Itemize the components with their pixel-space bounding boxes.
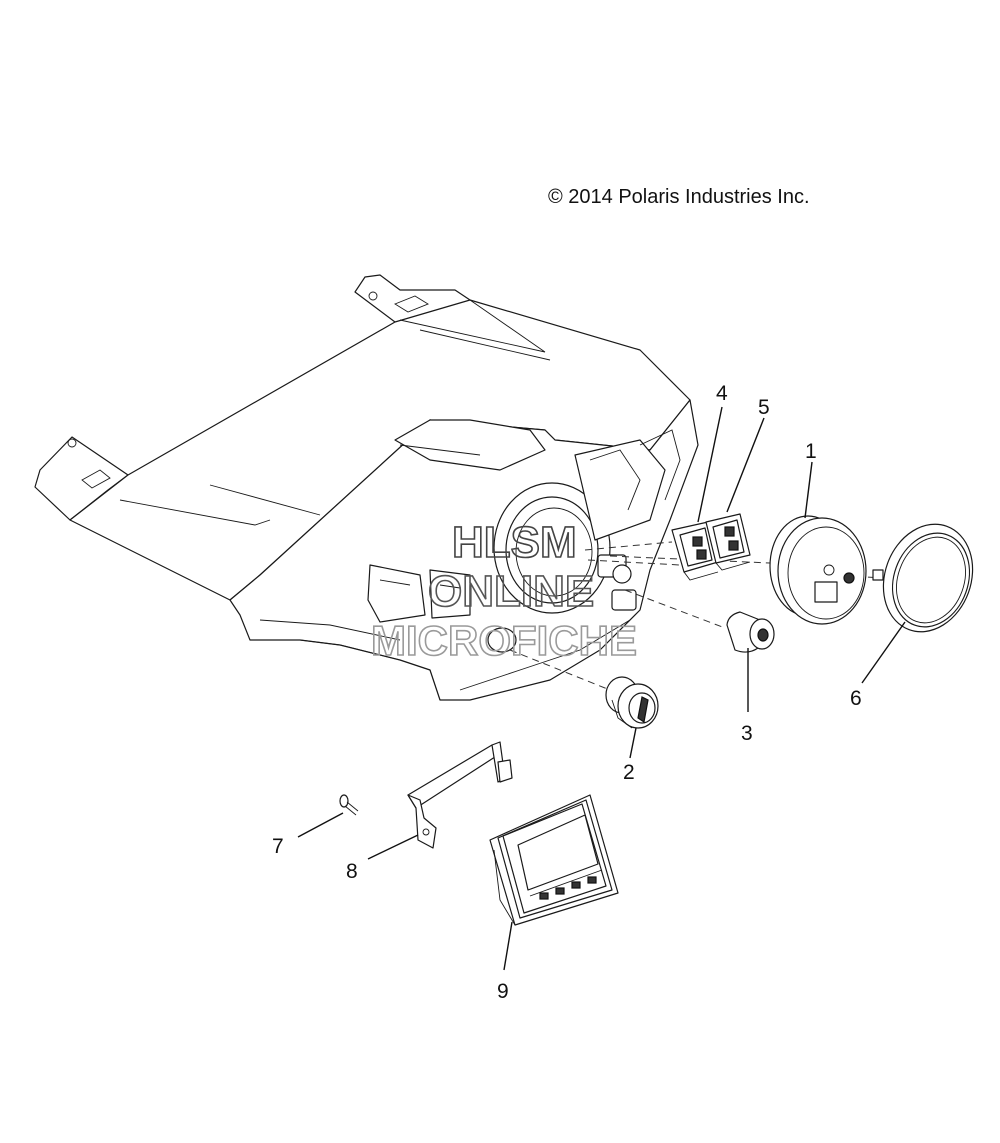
gauge-assembly (769, 515, 867, 625)
callout-2: 2 (623, 761, 635, 784)
callout-1: 1 (805, 440, 817, 463)
callout-3: 3 (741, 722, 753, 745)
callout-8: 8 (346, 860, 358, 883)
bolt (339, 794, 359, 816)
watermark-line-2: ONLINE (428, 567, 594, 616)
callout-5: 5 (758, 396, 770, 419)
gauge-bezel (872, 523, 974, 633)
callout-9: 9 (497, 980, 509, 1003)
rocker-switches (671, 513, 751, 581)
callout-7: 7 (272, 835, 284, 858)
ignition-switch (605, 676, 659, 729)
display-unit (489, 794, 619, 926)
leader-lines (297, 406, 906, 971)
mounting-bracket (407, 741, 513, 849)
watermark-line-1: HLSM (452, 518, 577, 567)
power-outlet (726, 611, 775, 653)
callout-6: 6 (850, 687, 862, 710)
watermark: HLSM ONLINE MICROFICHE (370, 517, 638, 665)
callout-4: 4 (716, 382, 728, 405)
watermark-line-3: MICROFICHE (371, 617, 637, 664)
callouts: 1 2 3 4 5 6 7 8 9 (272, 382, 862, 1003)
dashboard-panel (34, 274, 699, 701)
copyright-text: © 2014 Polaris Industries Inc. (548, 186, 810, 208)
